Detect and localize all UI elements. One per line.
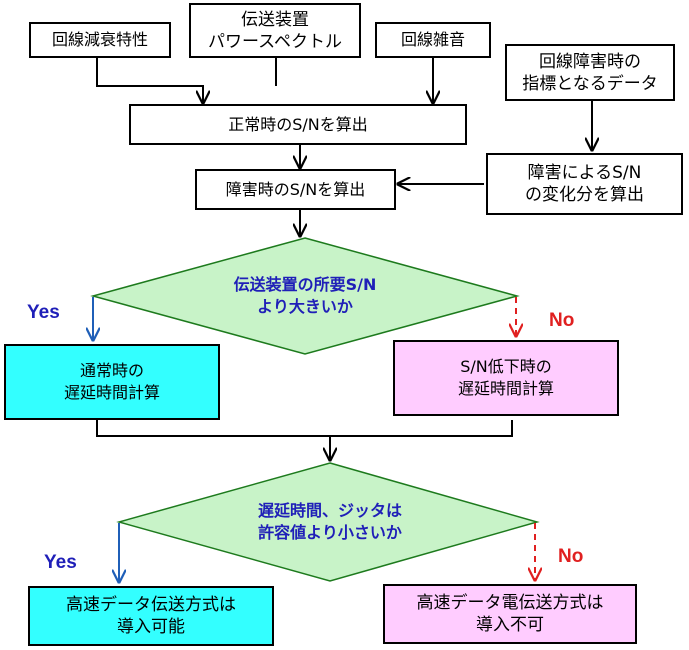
input-line-attenuation: 回線減衰特性 [29,22,171,58]
result-impossible: 高速データ電伝送方式は 導入不可 [383,584,637,644]
decision1-yes-label: Yes [27,302,60,323]
decision1-text: 伝送装置の所要S/N より大きいか [233,275,377,316]
connector-attenuation [96,58,203,103]
result-possible: 高速データ伝送方式は 導入可能 [28,586,274,646]
process-normal-delay-label: 通常時の 遅延時間計算 [63,361,160,402]
decision2-text: 遅延時間、ジッタは 許容値より小さいか [257,501,402,542]
decision1-diamond [90,237,520,355]
input-fault-indicator: 回線障害時の 指標となるデータ [505,44,675,101]
process-normal-delay [4,344,220,420]
decision2-no-label: No [558,546,584,567]
step-fault-sn: 障害時のS/Nを算出 [195,169,396,210]
process-degraded-delay [393,340,619,416]
step-normal-sn: 正常時のS/Nを算出 [129,104,467,145]
input-transmitter-psd: 伝送装置 パワースペクトル [189,3,361,58]
decision2-yes-label: Yes [44,552,77,573]
decision1-no-label: No [549,310,575,331]
step-fault-sn-change: 障害によるS/N の変化分を算出 [486,153,683,215]
input-line-noise: 回線雑音 [375,22,491,58]
decision2-diamond [116,462,540,582]
connector-merge [96,420,513,437]
process-degraded-delay-label: S/N低下時の 遅延時間計算 [457,357,554,398]
